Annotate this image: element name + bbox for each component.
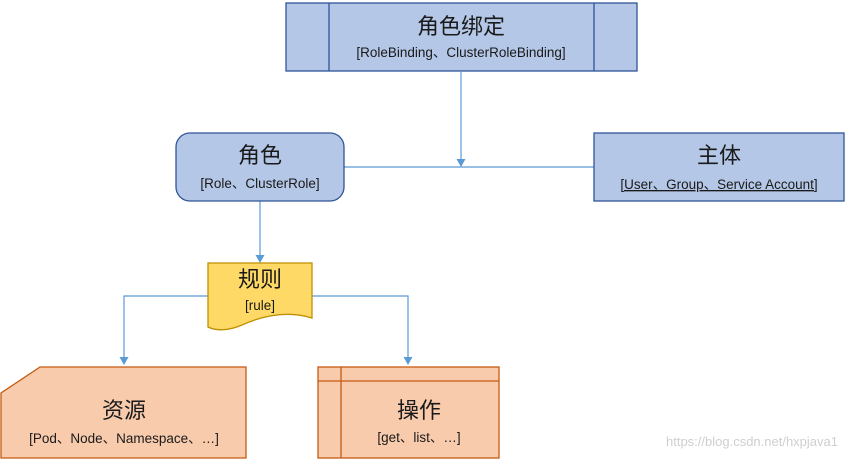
arrowhead: [403, 357, 413, 365]
node-subject-subtitle: [User、Group、Service Account]: [620, 177, 817, 192]
watermark-text: https://blog.csdn.net/hxpjava1: [666, 434, 838, 449]
node-role-binding-shape: [285, 2, 638, 72]
node-subject-title: 主体: [697, 144, 741, 169]
node-rule-subtitle: [rule]: [245, 298, 275, 313]
edges: [119, 72, 594, 365]
node-rule-title: 规则: [238, 268, 282, 293]
node-role-binding-title: 角色绑定: [417, 15, 505, 40]
node-rule: 规则 [rule]: [207, 262, 313, 331]
node-role-binding: 角色绑定 [RoleBinding、ClusterRoleBinding]: [285, 2, 638, 72]
node-role-subtitle: [Role、ClusterRole]: [200, 176, 319, 191]
node-role-binding-subtitle: [RoleBinding、ClusterRoleBinding]: [356, 45, 565, 60]
node-resource-title: 资源: [102, 399, 146, 424]
node-resource: 资源 [Pod、Node、Namespace、…]: [0, 366, 247, 459]
node-resource-shape: [0, 366, 247, 459]
edge-rule-to-resource: [123, 295, 208, 358]
node-role: 角色 [Role、ClusterRole]: [175, 132, 345, 202]
node-resource-subtitle: [Pod、Node、Namespace、…]: [29, 431, 219, 446]
arrowhead: [119, 357, 129, 365]
edge-rule-to-operation: [312, 295, 409, 358]
node-rule-shape: [207, 262, 313, 331]
node-operation-shape: [317, 366, 500, 459]
node-subject: 主体 [User、Group、Service Account]: [593, 132, 845, 202]
arrowhead: [255, 255, 265, 263]
node-role-shape: [175, 132, 345, 202]
node-operation-subtitle: [get、list、…]: [377, 430, 460, 445]
node-subject-shape: [593, 132, 845, 202]
node-operation: 操作 [get、list、…]: [317, 366, 500, 459]
node-role-title: 角色: [238, 144, 282, 169]
node-operation-title: 操作: [397, 399, 441, 424]
arrowhead: [456, 159, 466, 167]
